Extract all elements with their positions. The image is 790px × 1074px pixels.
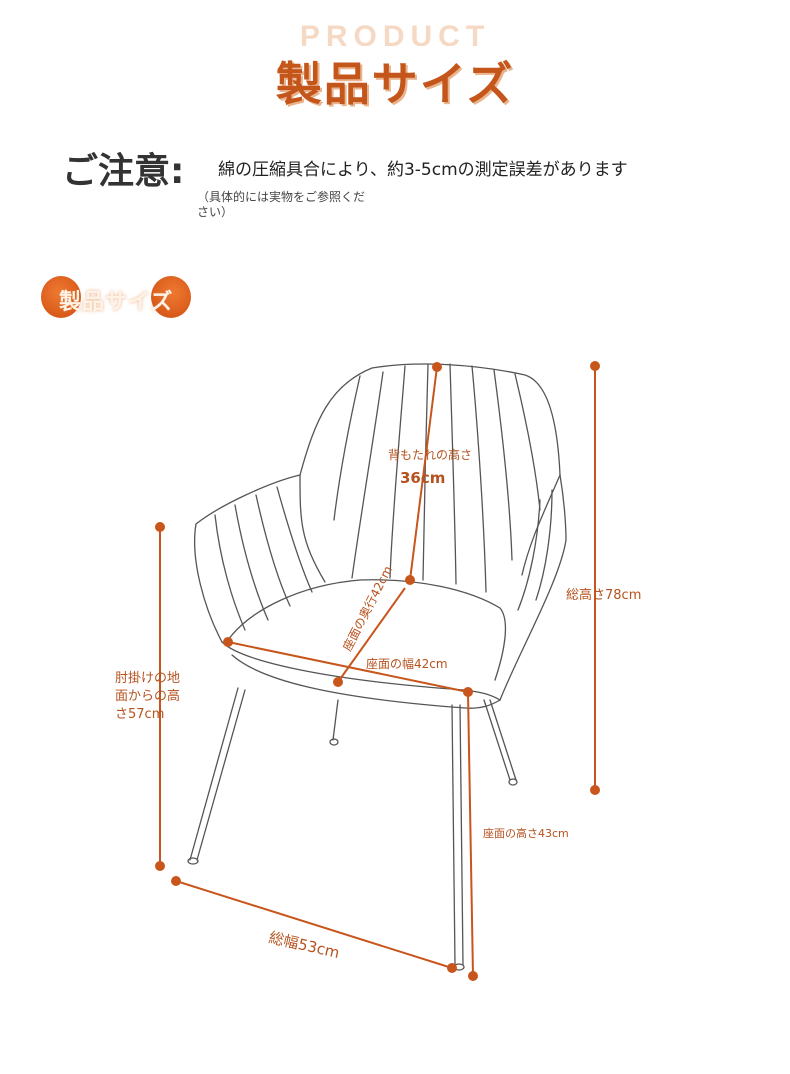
seat-height-label: 座面の高さ43cm [483, 826, 569, 840]
arm-height-line2: 面からの高 [115, 688, 180, 704]
seat-height-bottom-dot [468, 971, 478, 981]
inner-arm-right [521, 474, 561, 576]
height-bottom-dot [590, 785, 600, 795]
seat-top [227, 579, 507, 681]
backrest-height-value: 36cm [400, 469, 445, 487]
back-right-leg [483, 699, 511, 781]
notice-text: 綿の圧縮具合により、約3-5cmの測定誤差があります [218, 160, 628, 180]
badge-left-circle [41, 276, 81, 318]
front-left-leg [189, 687, 239, 861]
width-left-dot [223, 637, 233, 647]
chair-sketch [187, 363, 567, 971]
outer-arm-right [499, 474, 567, 701]
page-title: 製品サイズ [275, 57, 515, 111]
badge-right-circle [151, 276, 191, 318]
notice-label: ご注意: [62, 151, 185, 192]
seat-width-label: 座面の幅42cm [366, 656, 448, 671]
total-height-label: 総高さ78cm [566, 587, 641, 603]
front-right-leg [451, 704, 456, 966]
width-left-bottom-dot [171, 876, 181, 886]
arm-height-line3: さ57cm [115, 707, 164, 722]
height-top-dot [590, 361, 600, 371]
dimension-lines [155, 361, 600, 981]
dimension-labels: 背もたれの高さ 36cm 総高さ78cm 座面の奥行42cm 座面の幅42cm … [115, 447, 641, 962]
arm-height-line1: 肘掛けの地 [115, 671, 180, 686]
notice-subtext: （具体的には実物をご参照ください） [197, 190, 366, 219]
width-right-bottom-dot [447, 963, 457, 973]
inner-arm-left [299, 474, 326, 583]
seat-front [221, 641, 501, 701]
total-width-label: 総幅53cm [267, 928, 341, 962]
backrest-height-label: 背もたれの高さ [388, 447, 472, 462]
arm-top-dot [155, 522, 165, 532]
backrest-top-dot [432, 362, 442, 372]
back-left-leg [332, 699, 339, 741]
section-badge: 製品サイズ [41, 276, 191, 318]
backrest-bottom-dot [405, 575, 415, 585]
depth-end-dot [333, 677, 343, 687]
banner-ghost-text: PRODUCT SIZE [299, 22, 491, 46]
backrest-outline [299, 363, 561, 476]
outer-arm-left [194, 474, 301, 643]
arm-bottom-dot [155, 861, 165, 871]
section-label: 製品サイズ [59, 290, 174, 315]
